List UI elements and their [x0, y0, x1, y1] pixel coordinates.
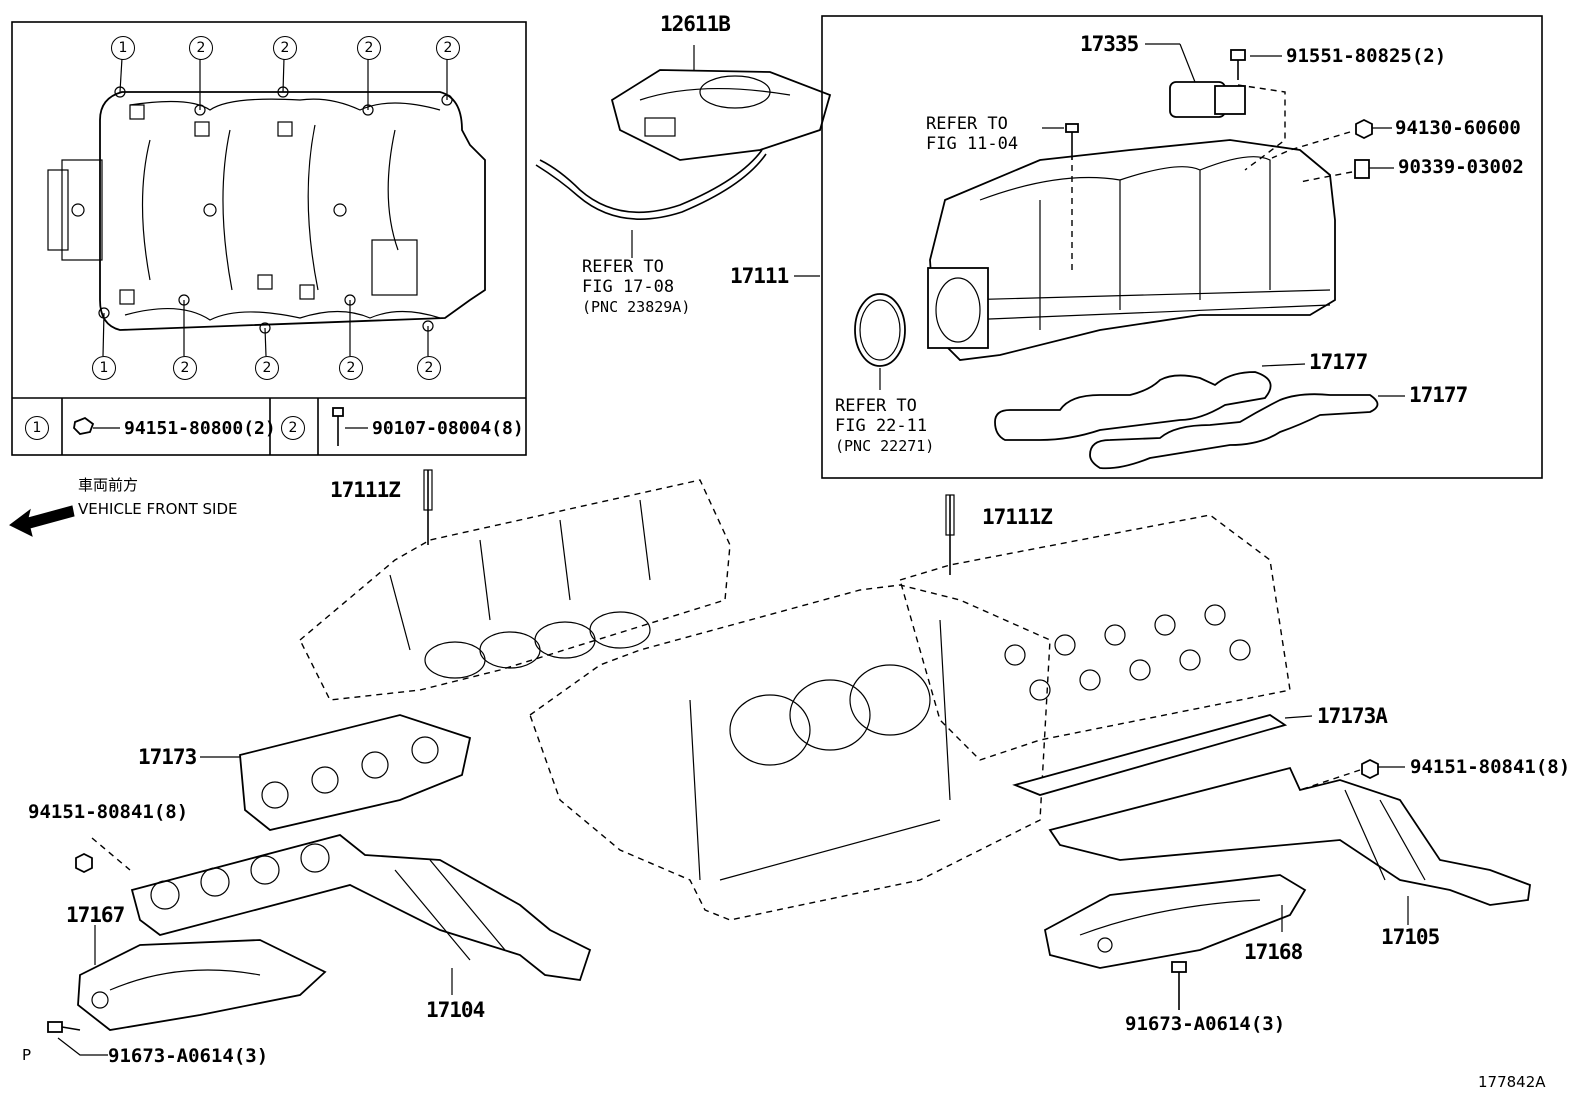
- callout-bottom-5: 2: [417, 356, 441, 380]
- figure-id: 177842A: [1478, 1073, 1546, 1091]
- front-direction-arrow: [9, 505, 75, 537]
- part-17111[interactable]: 17111: [730, 264, 789, 288]
- ref-fig-22-11-line1: REFER TO: [835, 396, 917, 416]
- callout-bottom-3: 2: [255, 356, 279, 380]
- part-17173A[interactable]: 17173A: [1317, 704, 1388, 728]
- intake-manifold-top-view: [47, 57, 486, 446]
- ref-fig-17-08[interactable]: REFER TO FIG 17-08 (PNC 23829A): [582, 257, 691, 317]
- part-94151-80841-left[interactable]: 94151-80841(8): [28, 801, 189, 823]
- ref-fig-22-11-line3: (PNC 22271): [835, 437, 935, 456]
- legend-key-2-part[interactable]: 90107-08004(8): [372, 418, 524, 439]
- ref-fig-11-04-line2: FIG 11-04: [926, 133, 1019, 154]
- callout-top-3: 2: [273, 36, 297, 60]
- callout-top-5: 2: [436, 36, 460, 60]
- callout-top-2: 2: [189, 36, 213, 60]
- callout-bottom-1: 1: [92, 356, 116, 380]
- callout-bottom-4: 2: [339, 356, 363, 380]
- legend-key-1-part[interactable]: 94151-80800(2): [124, 418, 276, 439]
- ref-fig-22-11-line2: FIG 22-11: [835, 415, 928, 436]
- ref-fig-22-11[interactable]: REFER TO FIG 22-11 (PNC 22271): [835, 396, 935, 456]
- part-91551-80825[interactable]: 91551-80825(2): [1286, 45, 1447, 67]
- legend-key-1-symbol: 1: [25, 416, 49, 440]
- legend-box-frame: [11, 21, 527, 456]
- part-17104[interactable]: 17104: [426, 998, 485, 1022]
- part-17167[interactable]: 17167: [66, 903, 125, 927]
- detail-box-frame: [821, 15, 1543, 479]
- part-17111Z-right[interactable]: 17111Z: [982, 505, 1053, 529]
- part-94130-60600[interactable]: 94130-60600: [1395, 117, 1521, 139]
- part-91673-A0614-left[interactable]: 91673-A0614(3): [108, 1045, 269, 1067]
- right-exhaust: [1043, 758, 1531, 1010]
- ref-fig-11-04-line1: REFER TO: [926, 114, 1008, 134]
- part-91673-A0614-right[interactable]: 91673-A0614(3): [1125, 1013, 1286, 1035]
- part-12611B[interactable]: 12611B: [660, 12, 731, 36]
- engine-block: [299, 469, 1313, 921]
- part-94151-80841-right[interactable]: 94151-80841(8): [1410, 756, 1571, 778]
- ref-fig-11-04[interactable]: REFER TO FIG 11-04: [926, 114, 1019, 154]
- callout-top-1: 1: [111, 36, 135, 60]
- direction-english: VEHICLE FRONT SIDE: [78, 500, 238, 518]
- intake-manifold-detail: [794, 43, 1405, 470]
- part-17173[interactable]: 17173: [138, 745, 197, 769]
- part-17177-lower[interactable]: 17177: [1409, 383, 1468, 407]
- part-17105[interactable]: 17105: [1381, 925, 1440, 949]
- part-17168[interactable]: 17168: [1244, 940, 1303, 964]
- legend-key-2-symbol: 2: [281, 416, 305, 440]
- part-17335[interactable]: 17335: [1080, 32, 1139, 56]
- part-90339-03002[interactable]: 90339-03002: [1398, 156, 1524, 178]
- callout-bottom-2: 2: [173, 356, 197, 380]
- callout-top-4: 2: [357, 36, 381, 60]
- left-exhaust: [47, 714, 592, 1056]
- direction-japanese: 車両前方: [78, 476, 139, 494]
- ref-fig-17-08-line2: FIG 17-08: [582, 276, 675, 297]
- ref-fig-17-08-line1: REFER TO: [582, 257, 664, 277]
- part-17111Z-left[interactable]: 17111Z: [330, 478, 401, 502]
- plenum-cover-12611B: [535, 45, 832, 258]
- p-mark: P: [22, 1046, 32, 1064]
- part-17177-upper[interactable]: 17177: [1309, 350, 1368, 374]
- ref-fig-17-08-line3: (PNC 23829A): [582, 298, 691, 317]
